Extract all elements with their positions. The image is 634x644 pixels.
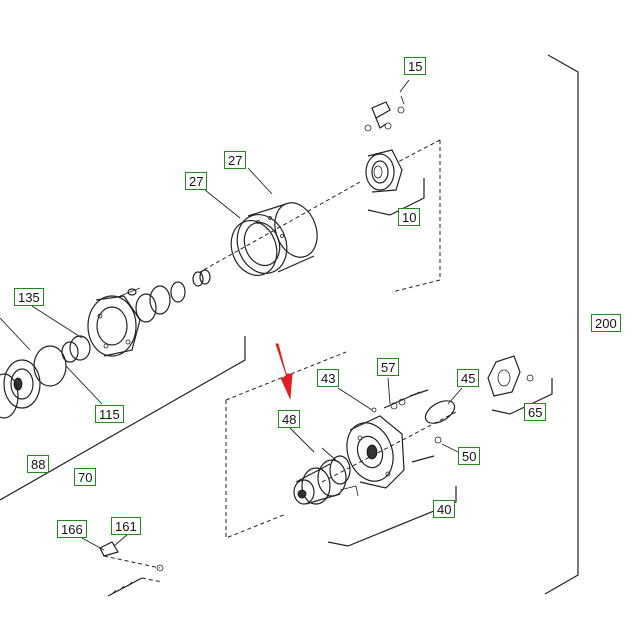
part-group-161-166 <box>81 533 164 597</box>
callout-161[interactable]: 161 <box>111 517 141 535</box>
callout-43[interactable]: 43 <box>317 369 340 387</box>
part-small-rings <box>119 269 211 323</box>
callout-27-upper[interactable]: 27 <box>224 151 247 169</box>
part-group-57 <box>337 377 429 413</box>
red-arrow-icon <box>275 343 293 400</box>
callout-88[interactable]: 88 <box>27 455 50 473</box>
part-group-15 <box>364 79 410 132</box>
part-housing-40 <box>327 415 457 547</box>
callout-70[interactable]: 70 <box>74 468 97 486</box>
callout-166[interactable]: 166 <box>57 520 87 538</box>
callout-65[interactable]: 65 <box>524 403 547 421</box>
callout-27-lower[interactable]: 27 <box>185 172 208 190</box>
callout-40[interactable]: 40 <box>433 500 456 518</box>
part-screw-50 <box>411 436 463 463</box>
bracket-70 <box>0 336 246 501</box>
bracket-200 <box>544 54 579 595</box>
part-motor-48 <box>293 447 359 505</box>
callout-10[interactable]: 10 <box>398 208 421 226</box>
callout-48[interactable]: 48 <box>278 410 301 428</box>
callout-200[interactable]: 200 <box>591 314 621 332</box>
dashed-frame-upper <box>391 139 441 293</box>
part-bearing-88 <box>0 359 41 419</box>
part-drum-27 <box>230 202 318 276</box>
callout-115[interactable]: 115 <box>95 405 124 423</box>
callout-57[interactable]: 57 <box>377 358 400 376</box>
part-oring-45 <box>424 387 463 424</box>
callout-135[interactable]: 135 <box>14 288 44 306</box>
part-group-10 <box>365 149 425 216</box>
dashed-frame-lower <box>225 351 347 539</box>
callout-15[interactable]: 15 <box>404 57 427 75</box>
callout-45[interactable]: 45 <box>457 369 480 387</box>
part-flange-135 <box>33 295 141 387</box>
callout-50[interactable]: 50 <box>458 447 481 465</box>
